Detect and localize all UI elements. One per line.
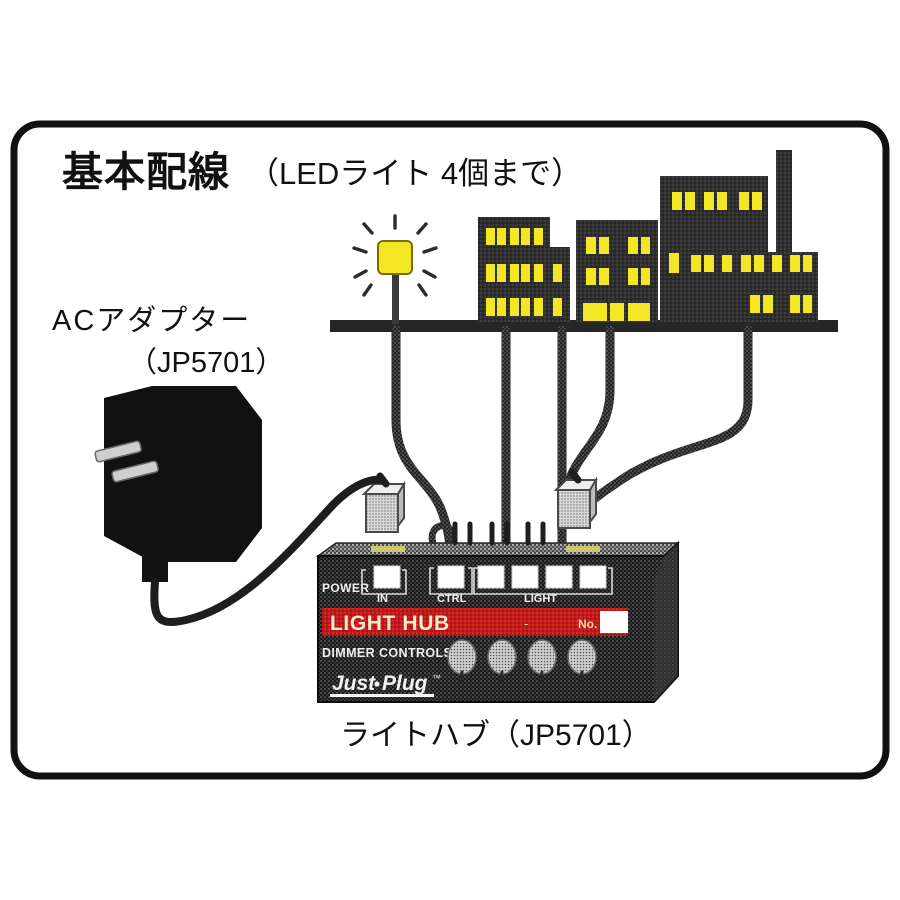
light-hub-bevel	[654, 543, 678, 702]
light-hub-caption: ライトハブ（JP5701）	[340, 719, 652, 752]
dimmer-knob-3[interactable]	[527, 639, 557, 684]
just-plug-logo-text: Just	[332, 672, 376, 695]
just-plug-logo-text2: Plug	[382, 672, 428, 695]
ground-line	[330, 320, 838, 332]
hub-light-socket-1[interactable]	[477, 565, 505, 589]
hub-power-label: POWER	[322, 581, 369, 595]
hub-ctrl-socket[interactable]	[437, 565, 465, 589]
ac-adapter-prongs	[94, 440, 159, 483]
hub-light-socket-4[interactable]	[579, 565, 607, 589]
just-plug-logo: Just Plug ™	[330, 672, 441, 697]
light-hub-device[interactable]: POWER IN CTRL LIGHT LIGHT HUB - No. DIMM…	[315, 521, 680, 703]
smokestack	[776, 150, 792, 256]
lamp-post	[392, 272, 399, 324]
hub-brand-band	[322, 608, 628, 636]
hub-ctrl-label: CTRL	[437, 593, 467, 605]
plug-connector-left[interactable]	[361, 472, 406, 533]
hub-ctrl-bracket	[429, 567, 473, 595]
dimmer-knob-1[interactable]	[447, 639, 477, 684]
ac-adapter-cable	[150, 475, 386, 626]
hub-light-socket-2[interactable]	[511, 565, 539, 589]
page-title: 基本配線	[62, 149, 230, 195]
hub-in-bracket	[361, 569, 407, 595]
page-title-note: （LEDライト 4個まで）	[248, 156, 582, 191]
ac-adapter-body	[104, 386, 262, 562]
lamp-bulb	[377, 240, 413, 275]
street-lamp	[352, 214, 438, 324]
ac-adapter-neck	[142, 556, 168, 582]
building-left	[478, 217, 570, 322]
hub-light-socket-3[interactable]	[545, 565, 573, 589]
hub-number-label: No.	[578, 617, 597, 631]
hub-light-label: LIGHT	[524, 593, 557, 605]
hub-number-field[interactable]	[600, 611, 628, 633]
hub-in-label: IN	[377, 593, 388, 605]
building-right	[660, 150, 818, 322]
plug-connector-right[interactable]	[553, 468, 598, 529]
hub-band-dash: -	[524, 616, 528, 631]
light-hub-socket-pins	[452, 521, 546, 546]
dimmer-knob-4[interactable]	[567, 639, 597, 684]
just-plug-logo-tm: ™	[432, 673, 441, 683]
light-hub-deck-marks	[371, 546, 600, 552]
hub-dimmer-label: DIMMER CONTROLS	[322, 646, 452, 660]
ac-adapter-code-label: （JP5701）	[128, 347, 284, 379]
hub-brand-text: LIGHT HUB	[330, 612, 450, 635]
dimmer-knob-2[interactable]	[487, 639, 517, 684]
hub-in-socket[interactable]	[373, 565, 401, 589]
ac-adapter	[94, 386, 262, 582]
lamp-rays	[352, 214, 438, 297]
hub-light-bracket	[473, 567, 613, 595]
building-middle	[576, 220, 658, 322]
hub-dimmer-knobs[interactable]	[447, 639, 597, 684]
ac-adapter-label: ACアダプター	[52, 304, 251, 337]
